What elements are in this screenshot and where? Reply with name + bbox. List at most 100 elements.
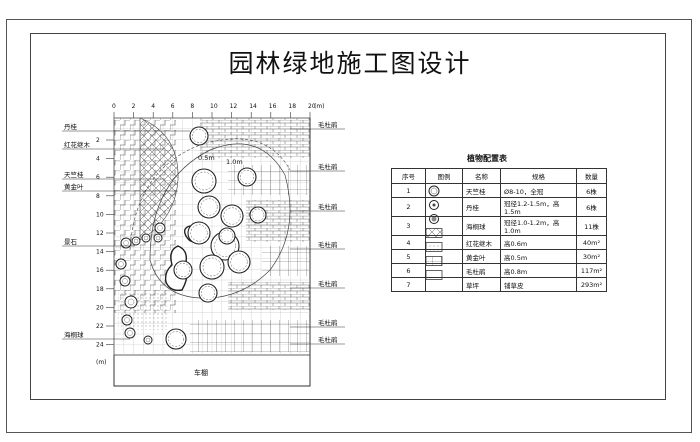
plant-table-title: 植物配置表 [467, 154, 507, 163]
tree-symbol [198, 283, 218, 303]
x-tick-label: 12 [230, 103, 238, 110]
right-callout-label: 毛杜鹃 [318, 162, 338, 171]
shrub-ball-core [157, 225, 163, 231]
y-tick-label: 6 [96, 174, 100, 181]
tree-canopy-ring [190, 224, 208, 242]
shrub-ball-symbol [131, 236, 141, 246]
tree-canopy-ring [201, 286, 215, 300]
y-tick-label: 12 [96, 230, 104, 237]
tree-symbol [227, 250, 251, 274]
y-tick-label: 8 [96, 193, 100, 200]
tree-symbol [218, 227, 236, 245]
row-qty: 30m² [576, 249, 607, 264]
outer-border [6, 19, 692, 433]
x-tick-label: 0 [112, 103, 116, 110]
row-qty: 11株 [576, 216, 607, 236]
header-name: 名称 [462, 168, 501, 184]
tree-canopy-ring [230, 253, 248, 271]
x-tick-label: 4 [151, 103, 155, 110]
azalea-bed-5 [190, 320, 310, 352]
left-callout-label: 红花继木 [64, 140, 91, 149]
y-tick-label: 18 [96, 286, 104, 293]
row-name: 海桐球 [462, 216, 501, 236]
brick-hatch-top [200, 118, 310, 158]
shrub-ball-symbol [119, 275, 131, 287]
tree-canopy-ring [192, 129, 206, 143]
row-spec: 高0.5m [500, 249, 577, 264]
row-name: 黄金叶 [462, 249, 501, 264]
row-name: 天竺桂 [462, 183, 501, 198]
row-no: 2 [391, 197, 426, 217]
tree-canopy-ring [251, 208, 265, 222]
shrub-ball-core [124, 317, 130, 323]
row-legend [425, 235, 463, 250]
x-tick-label: 20 [308, 103, 316, 110]
tree-canopy-ring [220, 229, 234, 243]
x-tick-label: 10 [210, 103, 218, 110]
tree-symbol [187, 221, 211, 245]
y-tick-label: 22 [96, 323, 104, 330]
right-callout-label: 毛杜鹃 [318, 240, 338, 249]
row-legend [425, 263, 463, 278]
table-header-row: 序号 图例 名称 规格 数量 [391, 168, 607, 184]
right-callout-label: 毛杜鹃 [318, 202, 338, 211]
row-legend [425, 277, 463, 292]
tree-symbol [237, 167, 257, 187]
row-spec: 高0.8m [500, 263, 577, 278]
shrub-ball-core [145, 337, 151, 343]
tree-canopy-ring [176, 263, 190, 277]
row-legend [425, 197, 463, 217]
dim-label-0: 0.5m [198, 154, 215, 162]
tree-symbol [191, 168, 217, 194]
row-name: 草坪 [462, 277, 501, 292]
x-tick-label: 2 [132, 103, 136, 110]
tree-symbol [173, 260, 193, 280]
left-callout-label: 天竺桂 [64, 170, 84, 179]
shrub-ball-core [133, 238, 139, 244]
tree-group [165, 126, 267, 350]
row-name: 红花继木 [462, 235, 501, 250]
left-callout-label: 黄金叶 [64, 182, 84, 191]
azalea-bed-4 [228, 282, 310, 310]
shrub-group [115, 222, 166, 345]
x-unit-label: (m) [314, 103, 325, 110]
row-no: 1 [391, 183, 426, 198]
y-unit-label: (m) [96, 359, 107, 366]
row-qty: 6株 [576, 183, 607, 198]
shrub-ball-symbol [115, 258, 127, 270]
shrub-ball-symbol [120, 237, 132, 249]
shrub-ball-core [123, 240, 129, 246]
row-spec: 铺草皮 [500, 277, 577, 292]
header-no: 序号 [391, 168, 426, 184]
shrub-ball-core [127, 298, 135, 306]
shrub-ball-symbol [141, 233, 151, 243]
shrub-ball-core [127, 330, 133, 336]
header-legend: 图例 [425, 168, 463, 184]
shrub-ball-core [122, 278, 128, 284]
row-legend [425, 249, 463, 264]
x-tick-label: 6 [171, 103, 175, 110]
path-edge [129, 138, 291, 251]
tree-canopy-ring [202, 257, 222, 277]
right-callout-label: 毛杜鹃 [318, 335, 338, 344]
y-tick-label: 20 [96, 304, 104, 311]
y-tick-label: 16 [96, 267, 104, 274]
row-qty: 117m² [576, 263, 607, 278]
right-callout-label: 毛杜鹃 [318, 318, 338, 327]
shrub-ball-core [118, 261, 124, 267]
row-qty: 6株 [576, 197, 607, 217]
row-no: 5 [391, 249, 426, 264]
row-name: 丹桂 [462, 197, 501, 217]
y-tick-label: 14 [96, 249, 104, 256]
row-spec: Ø8-10，全冠 [500, 183, 577, 198]
